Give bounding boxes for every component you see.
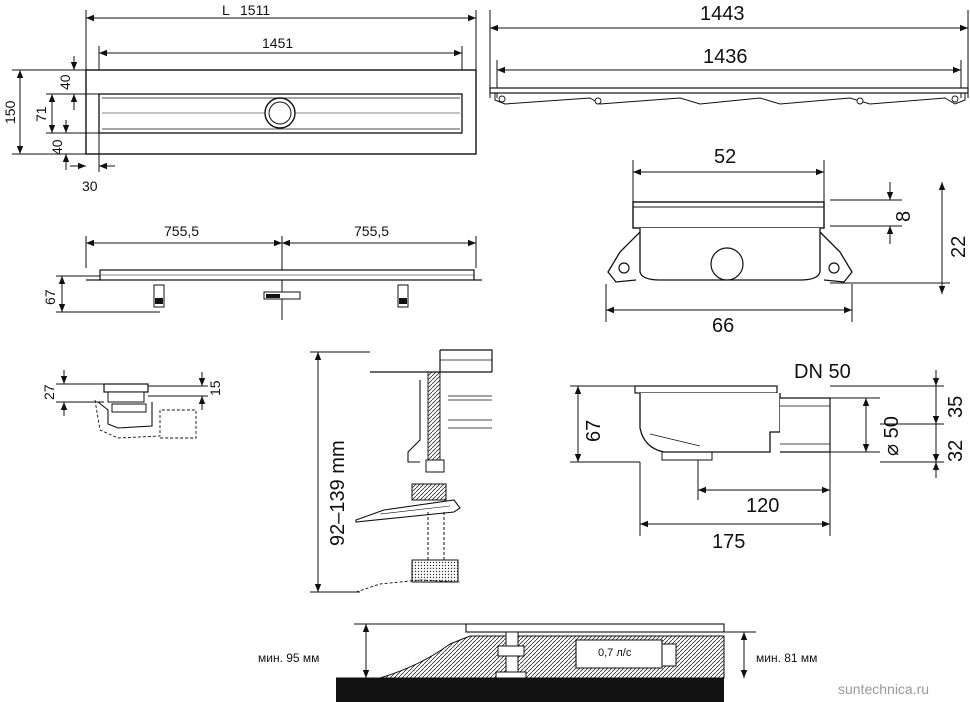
outlet-length-value: 175 (712, 531, 745, 553)
install-outlet (575, 639, 663, 669)
leg-foot (411, 559, 459, 583)
installation-section: мин. 95 мм 0,7 л/с мин. 81 мм (258, 623, 817, 702)
profile-view: 1443 1436 (489, 3, 969, 105)
profile-channel (494, 93, 966, 105)
length-label: L (222, 2, 230, 18)
bottom-margin-value: 40 (49, 139, 65, 155)
outlet-diameter-value: ⌀ 50 (881, 416, 903, 456)
leg-detail: 92–139 mm (310, 349, 493, 593)
section-flange-left (607, 231, 641, 283)
top-margin-value: 40 (57, 74, 73, 90)
leg-left (153, 284, 165, 308)
profile-inner-value: 1436 (703, 46, 748, 68)
inner-length-value: 1451 (262, 35, 293, 51)
section-base-value: 66 (712, 315, 734, 337)
install-right-label: мин. 81 мм (756, 651, 817, 665)
leg-range-value: 92–139 mm (327, 440, 349, 546)
section-width-value: 52 (714, 146, 736, 168)
top-view: L 1511 1451 150 71 40 40 30 (2, 2, 477, 194)
section-height-value: 22 (948, 236, 970, 258)
half-right-value: 755,5 (354, 223, 389, 239)
side-height-value: 67 (42, 289, 58, 305)
height-total-value: 150 (2, 100, 18, 124)
install-channel-top (465, 623, 725, 633)
outlet-body (639, 393, 781, 453)
outlet-upper-value: 35 (945, 396, 967, 418)
small-section: 27 15 (41, 370, 223, 439)
total-length-value: 1511 (240, 2, 270, 18)
leg-right (397, 284, 409, 308)
outlet-offset-value: 120 (746, 495, 779, 517)
side-margin-value: 30 (82, 178, 98, 194)
side-view: 755,5 755,5 67 (42, 223, 482, 320)
flow-rate-label: 0,7 л/с (598, 647, 632, 659)
outlet-label: DN 50 (794, 361, 851, 383)
inner-height-value: 71 (33, 106, 49, 122)
section-grate (632, 201, 825, 229)
install-left-label: мин. 95 мм (258, 651, 319, 665)
section-top-value: 8 (893, 211, 915, 222)
watermark: suntechnica.ru (838, 681, 929, 697)
half-left-value: 755,5 (164, 223, 199, 239)
adjustment-nut (411, 483, 447, 501)
profile-cover (489, 87, 969, 94)
small-height-value: 27 (41, 384, 57, 400)
section-flange-right (819, 231, 853, 283)
small-top-value: 15 (207, 380, 223, 396)
cross-section: 52 8 22 66 (605, 146, 970, 337)
floor-slab (336, 678, 724, 702)
outlet-lower-value: 32 (945, 440, 967, 462)
outlet-height-value: 67 (583, 420, 605, 442)
outlet-detail: DN 50 67 ⌀ 50 35 32 120 175 (570, 361, 967, 553)
outlet-stub (263, 291, 301, 300)
profile-overall-value: 1443 (700, 3, 745, 25)
outlet-pipe (780, 397, 831, 453)
threaded-rod (427, 371, 441, 463)
